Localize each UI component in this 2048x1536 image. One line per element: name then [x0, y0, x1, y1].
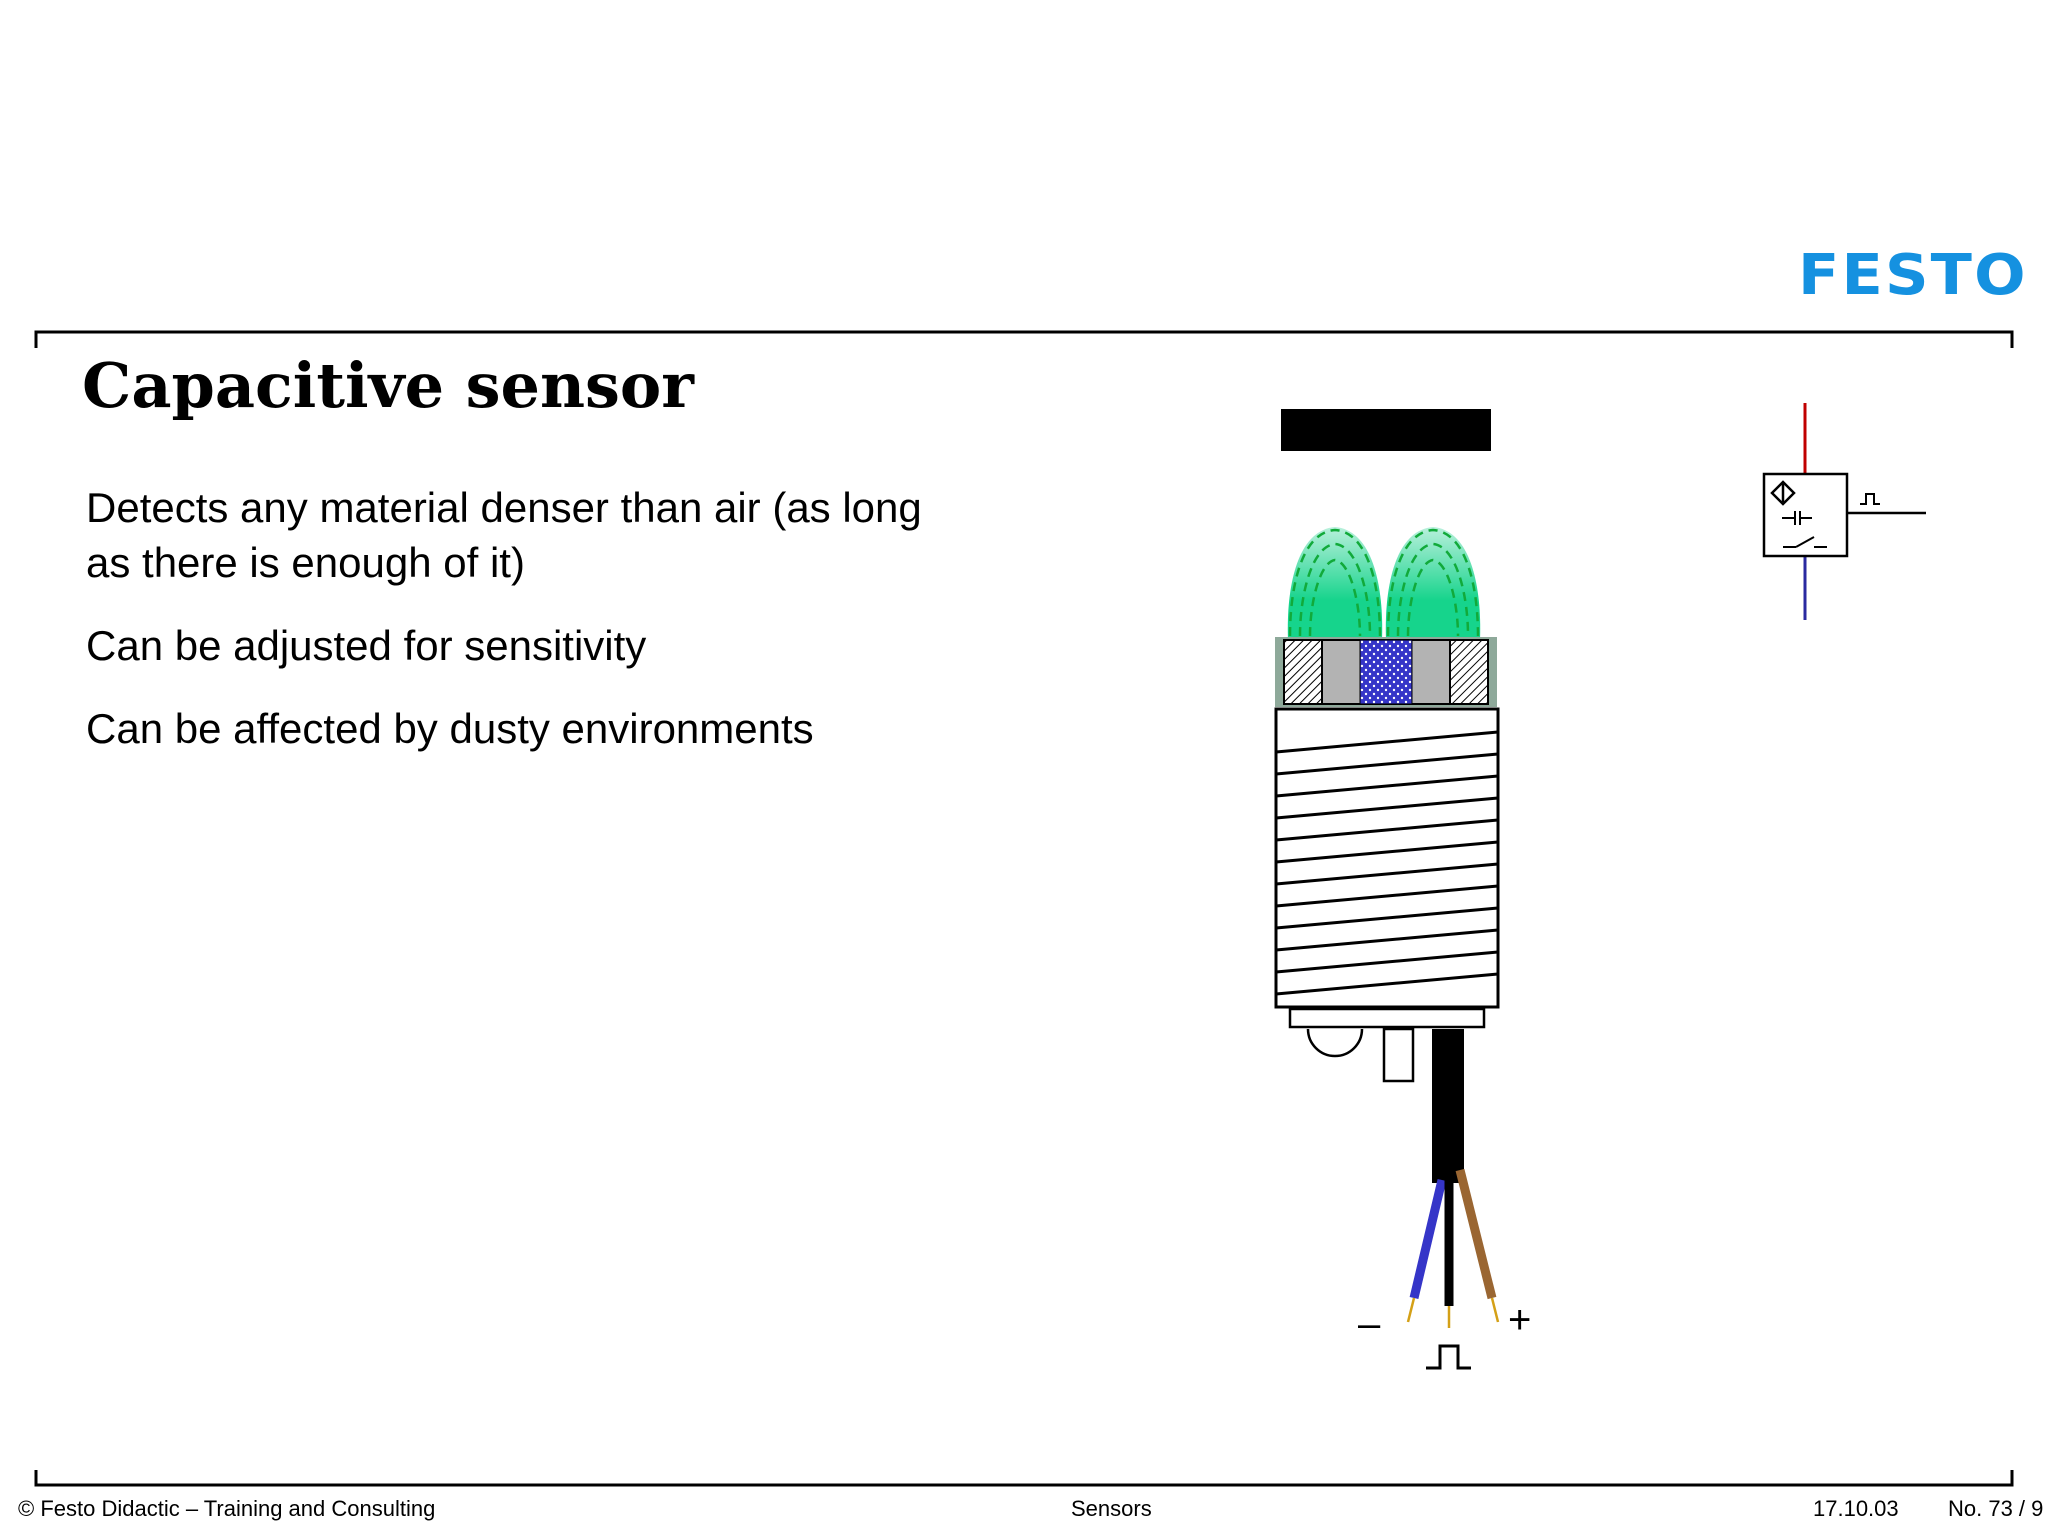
sensor-cable [1406, 1029, 1500, 1328]
bullet-item: Detects any material denser than air (as… [86, 484, 922, 586]
footer-topic: Sensors [1071, 1496, 1152, 1521]
adjustment-screw [1382, 1027, 1415, 1083]
pulse-output-icon [1426, 1344, 1471, 1370]
sensor-face [1275, 637, 1497, 707]
plus-label: + [1508, 1298, 1532, 1342]
minus-label: – [1358, 1302, 1381, 1346]
sensor-circuit-symbol [1762, 403, 1926, 620]
page-title: Capacitive sensor [82, 349, 694, 422]
led-indicator [1306, 1028, 1364, 1058]
bullet-item: Can be affected by dusty environments [86, 705, 814, 752]
sensing-field [1287, 527, 1481, 640]
bottom-frame-line [34, 1470, 2014, 1487]
bullet-item: Can be adjusted for sensitivity [86, 622, 647, 669]
footer-page-number: No. 73 / 9 [1948, 1496, 2044, 1521]
sensor-body [1274, 707, 1500, 1083]
bullet-list: Detects any material denser than air (as… [86, 480, 966, 784]
target-object [1281, 409, 1491, 451]
footer-date: 17.10.03 [1813, 1496, 1899, 1521]
top-frame-line [34, 330, 2014, 348]
festo-logo: FESTO [1798, 243, 2028, 308]
footer-copyright: © Festo Didactic – Training and Consulti… [18, 1496, 436, 1521]
